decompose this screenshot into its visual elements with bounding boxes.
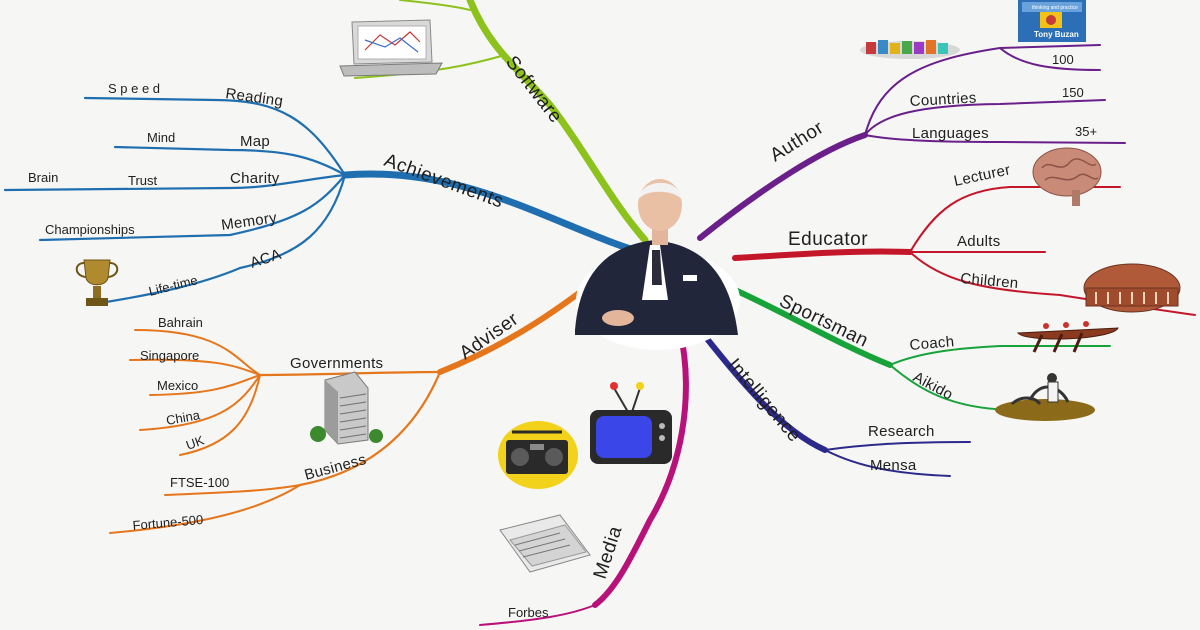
node-aikido: Aikido <box>910 369 956 404</box>
node-lifetime: Life-time <box>147 272 199 299</box>
newspapers-icon <box>499 514 591 573</box>
book-cover-icon <box>1018 0 1086 42</box>
node-aca: ACA <box>248 246 283 272</box>
node-speed: S p e e d <box>108 81 160 96</box>
node-map: Map <box>240 133 270 150</box>
television-icon <box>590 382 672 464</box>
node-charity: Charity <box>230 170 280 187</box>
branch-sportsman <box>732 287 1111 411</box>
node-forbes: Forbes <box>508 605 549 620</box>
node-reading: Reading <box>224 85 284 110</box>
branch-media <box>479 327 689 626</box>
node-country-singapore: Singapore <box>140 348 199 363</box>
node-country-china: China <box>165 407 202 428</box>
branch-author <box>697 44 1126 241</box>
node-author-150: 150 <box>1062 85 1084 100</box>
node-lecturer: Lecturer <box>952 161 1012 190</box>
book-subtitle: thinking and practice <box>1032 5 1078 11</box>
branch-label-software: Software <box>501 52 566 127</box>
branch-software <box>354 0 649 244</box>
branch-label-educator: Educator <box>788 229 868 250</box>
node-country-mexico: Mexico <box>157 378 198 393</box>
concert-hall-icon <box>1083 263 1181 313</box>
aikido-icon <box>995 373 1095 421</box>
node-coach: Coach <box>909 333 955 354</box>
brain-icon <box>1032 147 1102 206</box>
laptop-icon <box>339 19 443 77</box>
node-author-languages: Languages <box>912 125 989 142</box>
node-author-countries: Countries <box>909 90 977 110</box>
node-ftse: FTSE-100 <box>170 475 229 490</box>
branch-label-intelligence: Intelligence <box>723 355 805 447</box>
node-children: Children <box>960 270 1020 292</box>
books-icon <box>860 40 960 59</box>
book-title: Tony Buzan <box>1034 30 1079 39</box>
node-mind: Mind <box>147 130 175 145</box>
radio-icon <box>498 421 578 489</box>
node-research: Research <box>868 423 935 440</box>
branch-label-sportsman: Sportsman <box>776 291 872 352</box>
node-trust: Trust <box>128 173 158 188</box>
rowing-boat-icon <box>1016 321 1119 353</box>
branch-label-achievements: Achievements <box>381 150 506 213</box>
node-brain: Brain <box>28 170 58 185</box>
node-author-35: 35+ <box>1075 124 1097 139</box>
node-mensa: Mensa <box>870 457 917 474</box>
node-country-bahrain: Bahrain <box>158 315 203 330</box>
node-country-uk: UK <box>184 432 206 452</box>
branch-intelligence <box>697 327 971 477</box>
node-fortune: Fortune-500 <box>132 512 204 533</box>
central-portrait <box>575 179 740 350</box>
branch-achievements <box>3 96 654 305</box>
branch-educator <box>732 186 1196 316</box>
building-icon <box>310 371 383 445</box>
node-business: Business <box>303 451 369 484</box>
node-championships: Championships <box>45 222 135 237</box>
trophy-icon <box>75 259 119 306</box>
branch-adviser <box>109 265 615 534</box>
node-author-100: 100 <box>1052 52 1074 67</box>
node-governments: Governments <box>290 355 383 372</box>
node-adults: Adults <box>957 233 1001 250</box>
